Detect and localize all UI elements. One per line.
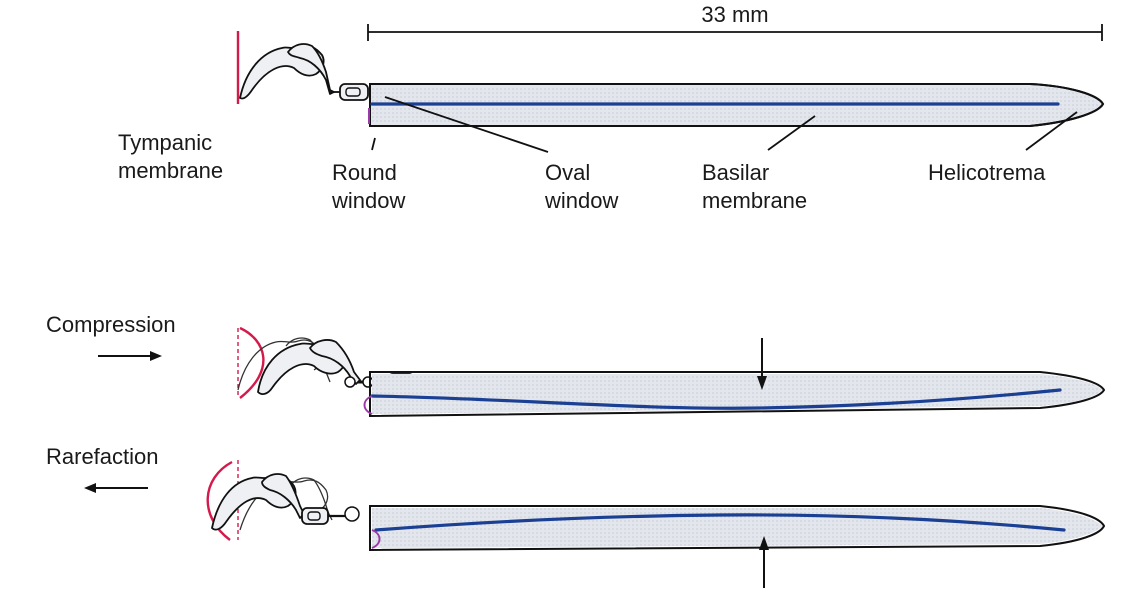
tympanic-membrane-label-1: Tympanic	[118, 130, 212, 155]
basilar-membrane-compression	[370, 388, 1062, 410]
tympanic-membrane-displaced-2	[206, 460, 233, 541]
scale-bar-label: 33 mm	[701, 2, 768, 27]
helicotrema-leader	[1025, 111, 1078, 151]
basilar-membrane-rarefaction	[374, 513, 1066, 532]
round-window-label-1: Round	[332, 160, 397, 185]
pressure-arrow-down	[757, 338, 767, 390]
pressure-arrow-up	[759, 536, 769, 588]
cochlear-duct-compression	[369, 371, 1106, 418]
basilar-membrane-label-2: membrane	[702, 188, 807, 213]
compression-label: Compression	[46, 312, 176, 337]
scale-bar: 33 mm	[367, 2, 1103, 41]
basilar-membrane-leader	[767, 115, 816, 151]
ossicles-rarefaction	[211, 473, 360, 531]
cochlear-duct-rarefaction	[369, 505, 1106, 552]
resting-panel	[236, 31, 1105, 153]
round-window-bulge-out	[363, 395, 373, 415]
oval-window-leader	[384, 96, 549, 153]
tympanic-membrane-label-2: membrane	[118, 158, 223, 183]
round-window-label-2: window	[331, 188, 405, 213]
round-window-leader	[371, 137, 376, 151]
compression-arrow	[98, 351, 162, 361]
round-window-bulge-in	[371, 529, 381, 549]
helicotrema-label: Helicotrema	[928, 160, 1046, 185]
tympanic-membrane-displaced	[239, 326, 265, 399]
rarefaction-panel: Rarefaction	[46, 444, 1106, 588]
compression-panel: Compression	[46, 312, 1106, 418]
rarefaction-arrow	[84, 483, 148, 493]
oval-window-label-1: Oval	[545, 160, 590, 185]
oval-window-label-2: window	[544, 188, 618, 213]
ossicles	[239, 43, 369, 101]
rarefaction-label: Rarefaction	[46, 444, 159, 469]
basilar-membrane-label-1: Basilar	[702, 160, 769, 185]
